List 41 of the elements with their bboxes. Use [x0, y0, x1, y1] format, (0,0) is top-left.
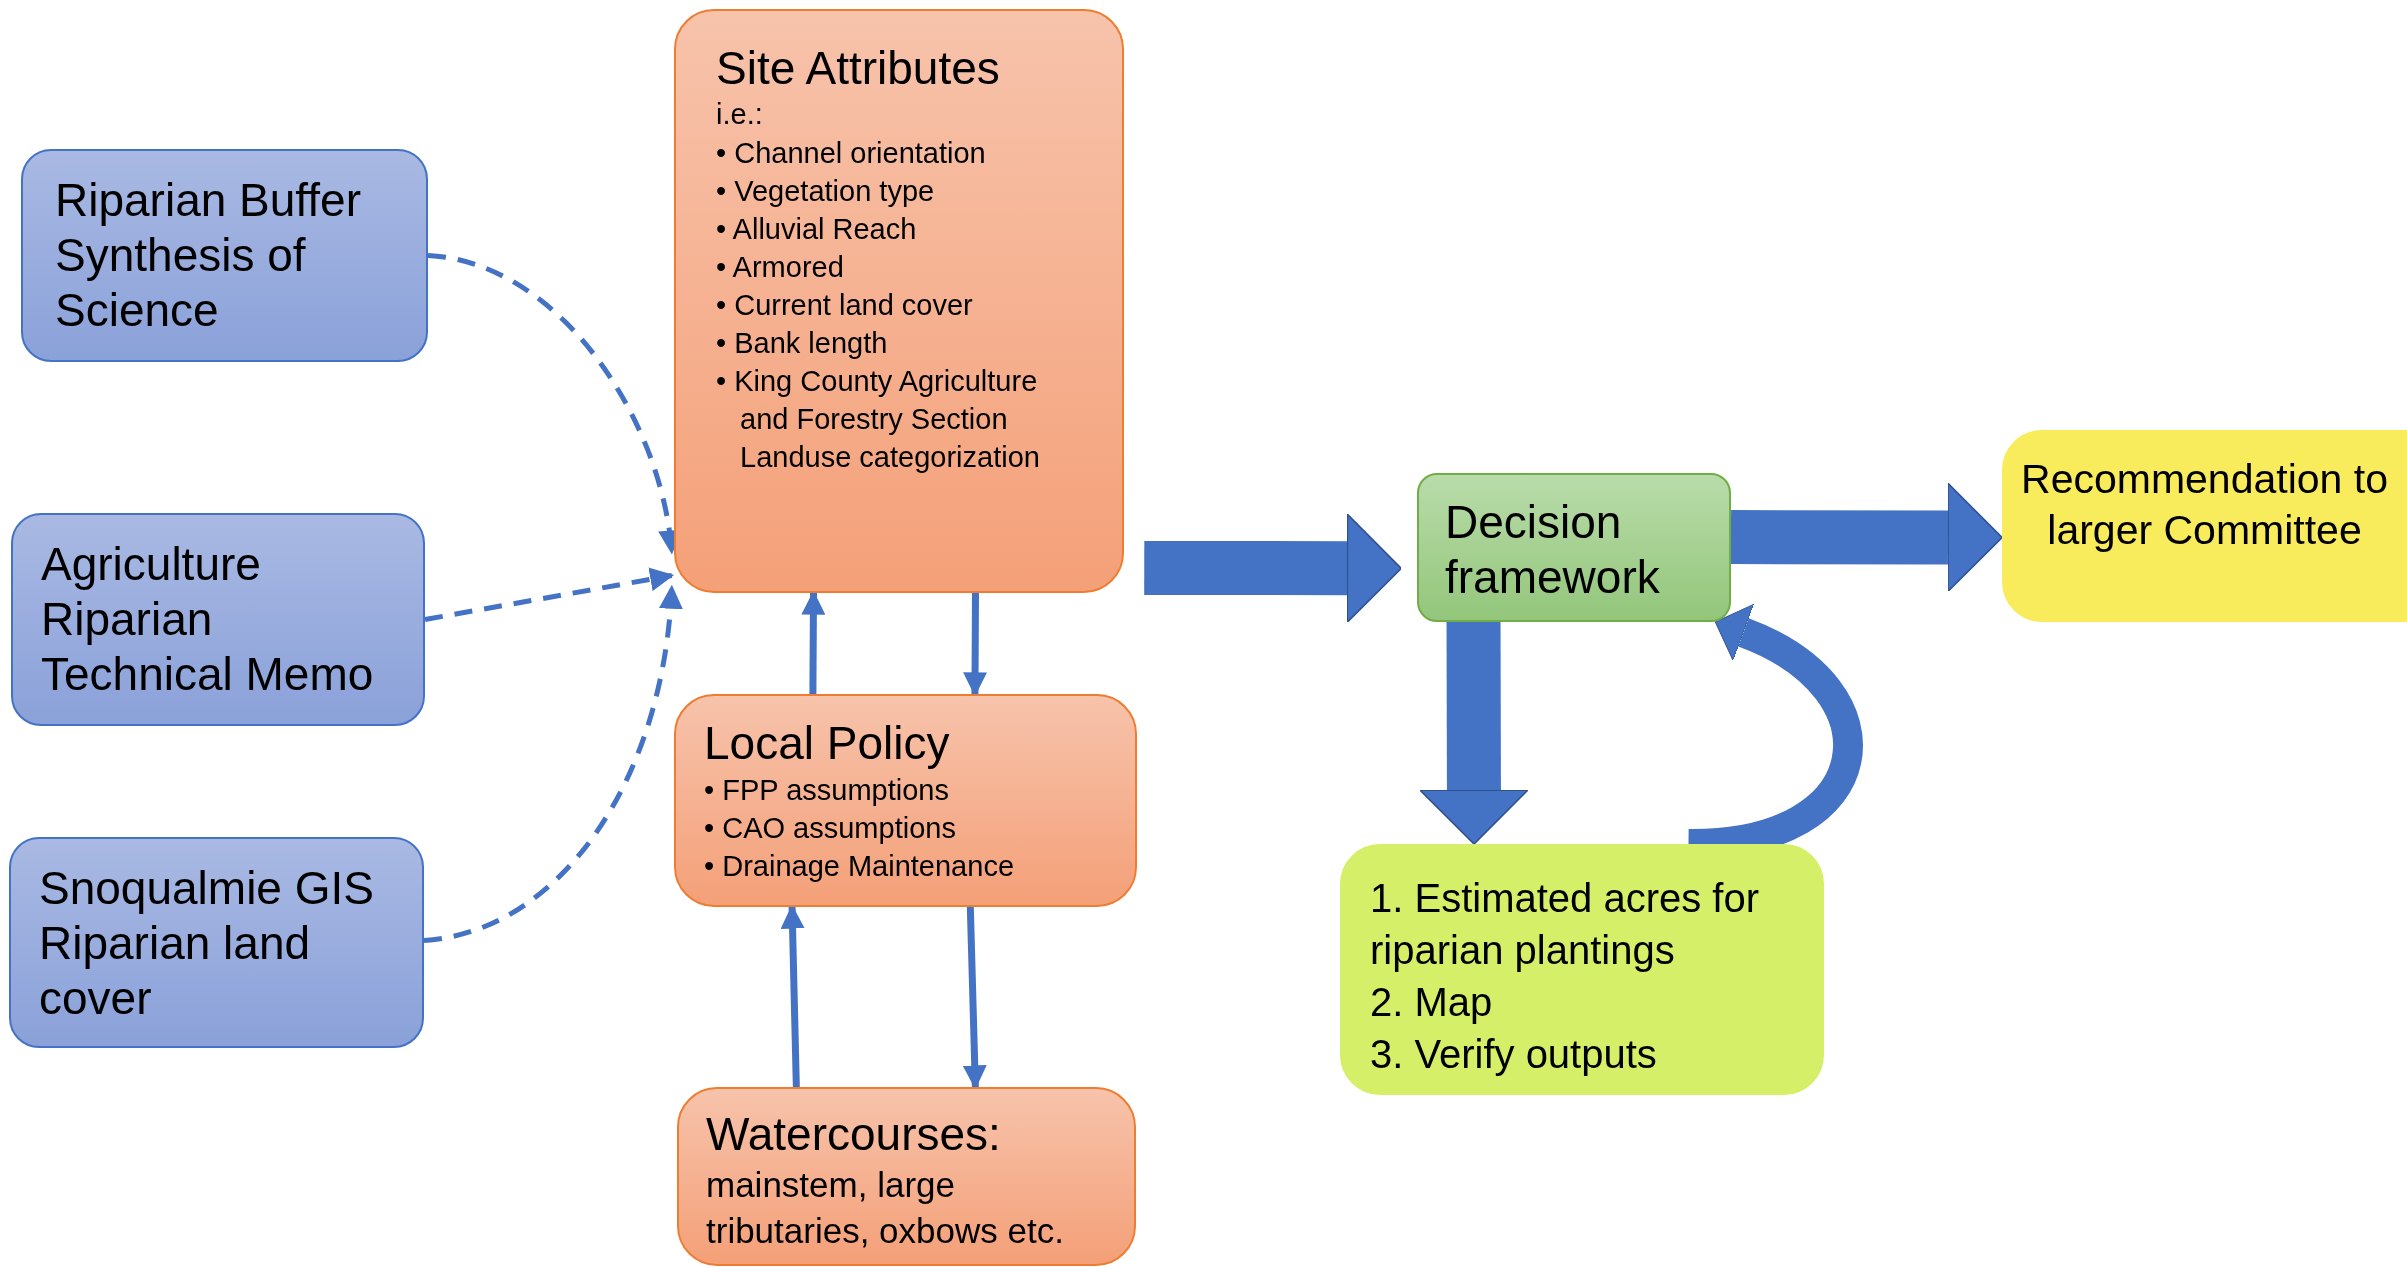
block-arrow	[1419, 621, 1529, 845]
box-title: Watercourses:	[706, 1107, 1002, 1162]
box-title: Riparian Buffer Synthesis of Science	[55, 173, 362, 339]
list-item: • Bank length	[716, 325, 889, 361]
box-title: Snoqualmie GIS Riparian land cover	[39, 861, 375, 1027]
box-text: 3. Verify outputs	[1370, 1031, 1658, 1078]
list-item: • Alluvial Reach	[716, 211, 918, 247]
dashed-arrow	[423, 584, 682, 943]
arrow	[962, 906, 987, 1090]
box-title: Site Attributes	[716, 41, 1001, 96]
list-item: • FPP assumptions	[704, 773, 950, 809]
list-item: • Current land cover	[716, 287, 974, 323]
box-text: mainstem, large tributaries, oxbows etc.	[706, 1164, 1065, 1252]
box-text: i.e.:	[716, 97, 764, 133]
source-box	[21, 149, 428, 362]
source-box	[11, 513, 425, 726]
block-arrow	[1731, 482, 2003, 593]
box-title: Recommendation to larger Committee	[2020, 455, 2389, 556]
dashed-arrow	[424, 567, 675, 622]
arrow	[801, 590, 826, 695]
source-box	[9, 837, 424, 1048]
list-item: • CAO assumptions	[704, 811, 957, 847]
block-arrow	[1144, 513, 1403, 624]
watercourses-box	[677, 1087, 1136, 1266]
policy-box	[674, 694, 1137, 907]
box-title: Agriculture Riparian Technical Memo	[41, 537, 375, 703]
arrow	[963, 592, 988, 697]
box-text: 2. Map	[1370, 979, 1494, 1026]
list-item: • King County Agriculture and Forestry Section Landuse categorization	[716, 363, 1041, 475]
list-item: • Armored	[716, 249, 845, 285]
list-item: • Vegetation type	[716, 173, 936, 209]
list-item: • Channel orientation	[716, 135, 987, 171]
recommendation-box	[2002, 430, 2407, 622]
box-title: Local Policy	[704, 716, 951, 771]
outputs-box	[1340, 844, 1824, 1095]
decision-box	[1417, 473, 1731, 622]
list-item: • Drainage Maintenance	[704, 849, 1015, 885]
arrow	[780, 904, 805, 1088]
box-text: 1. Estimated acres for riparian plantings	[1370, 875, 1761, 974]
box-title: Decision framework	[1445, 495, 1661, 606]
attributes-box	[674, 9, 1124, 593]
